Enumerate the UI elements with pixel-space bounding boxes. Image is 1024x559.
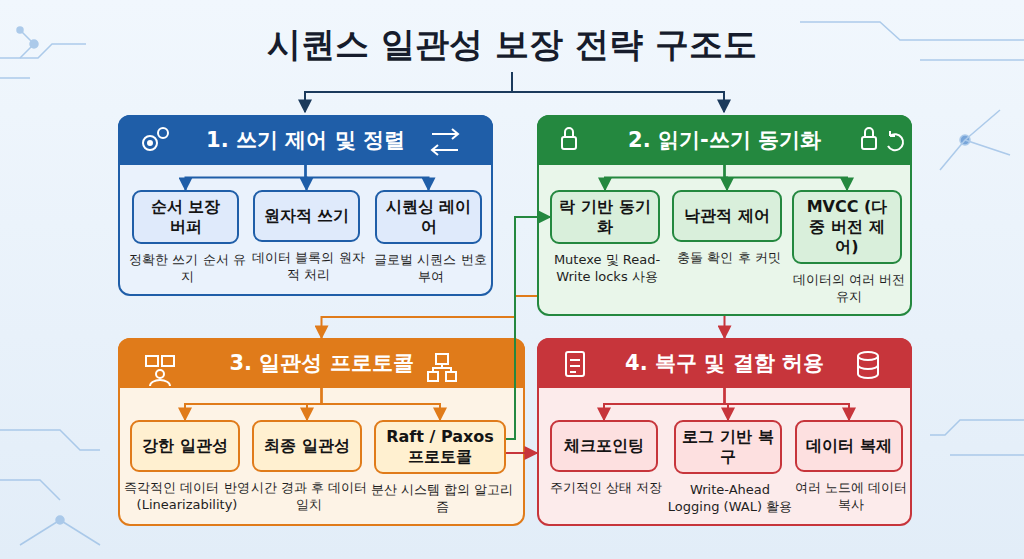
connector-arrow <box>306 165 307 190</box>
section-panel: 1. 쓰기 제어 및 정렬순서 보장 버퍼정확한 쓰기 순서 유지원자적 쓰기데… <box>118 115 493 296</box>
box-description: 글로벌 시퀀스 번호 부여 <box>368 252 493 286</box>
connector-arrow <box>604 388 725 420</box>
panel-header: 4. 복구 및 결함 허용 <box>537 338 912 388</box>
strategy-box: Raft / Paxos 프로토콜분산 시스템 합의 알고리즘 <box>374 420 506 474</box>
panel-header: 1. 쓰기 제어 및 정렬 <box>118 115 493 165</box>
box-description: Mutexe 및 Read-Write locks 사용 <box>543 252 671 286</box>
box-title: Raft / Paxos 프로토콜 <box>382 427 498 467</box>
connector-arrow <box>506 217 550 439</box>
box-description: 정확한 쓰기 순서 유지 <box>125 252 250 286</box>
strategy-box: 데이터 복제여러 노드에 데이터 복사 <box>795 420 903 472</box>
connector-arrow <box>724 316 726 338</box>
connector-arrow <box>322 388 441 420</box>
strategy-box: 낙관적 제어충돌 확인 후 커밋 <box>672 190 782 242</box>
strategy-box: 로그 기반 복구Write-Ahead Logging (WAL) 활용 <box>674 420 782 474</box>
strategy-box: MVCC (다중 버전 제어)데이터의 여러 버전 유지 <box>792 190 902 264</box>
strategy-box: 원자적 쓰기데이터 블록의 원자적 처리 <box>253 190 360 242</box>
strategy-box: 체크포인팅주기적인 상태 저장 <box>550 420 658 472</box>
box-title: 데이터 복제 <box>806 436 892 456</box>
box-title: 강한 일관성 <box>142 436 228 456</box>
section-title: 3. 일관성 프로토콜 <box>229 349 413 377</box>
box-description: 주기적인 상태 저장 <box>543 480 669 497</box>
connector-arrow <box>322 296 538 338</box>
title-connector <box>305 72 724 112</box>
header-icons <box>143 128 903 386</box>
strategy-box: 강한 일관성즉각적인 데이터 반영 (Linearizability) <box>130 420 240 472</box>
connector-arrow <box>725 165 848 190</box>
panel-header: 2. 읽기-쓰기 동기화 <box>537 115 912 165</box>
box-title: MVCC (다중 버전 제어) <box>800 197 894 257</box>
box-description: 충돌 확인 후 커밋 <box>665 250 793 267</box>
box-title: 락 기반 동기화 <box>558 197 652 237</box>
connector-arrow <box>725 388 729 420</box>
strategy-box: 락 기반 동기화Mutexe 및 Read-Write locks 사용 <box>550 190 660 244</box>
connector-arrow <box>605 165 725 190</box>
box-title: 원자적 쓰기 <box>264 206 350 226</box>
box-description: Write-Ahead Logging (WAL) 활용 <box>667 482 793 516</box>
section-panel: 2. 읽기-쓰기 동기화락 기반 동기화Mutexe 및 Read-Write … <box>537 115 912 316</box>
section-panel: 3. 일관성 프로토콜강한 일관성즉각적인 데이터 반영 (Linearizab… <box>118 338 525 526</box>
box-description: 시간 경과 후 데이터 일치 <box>245 480 373 514</box>
panel-header: 3. 일관성 프로토콜 <box>118 338 525 388</box>
strategy-box: 최종 일관성시간 경과 후 데이터 일치 <box>252 420 362 472</box>
box-description: 데이터 블록의 원자적 처리 <box>246 250 371 284</box>
box-title: 시퀀싱 레이어 <box>383 197 474 237</box>
box-description: 분산 시스템 합의 알고리즘 <box>367 482 517 516</box>
connector-arrow <box>186 165 306 190</box>
box-description: 여러 노드에 데이터 복사 <box>788 480 914 514</box>
connector-arrow <box>185 388 322 420</box>
connector-arrow <box>307 388 322 420</box>
connector-arrow <box>506 452 537 454</box>
section-panel: 4. 복구 및 결함 허용체크포인팅주기적인 상태 저장로그 기반 복구Writ… <box>537 338 912 526</box>
strategy-box: 시퀀싱 레이어글로벌 시퀀스 번호 부여 <box>375 190 482 244</box>
box-description: 데이터의 여러 버전 유지 <box>785 272 913 306</box>
box-title: 체크포인팅 <box>564 436 644 456</box>
section-title: 1. 쓰기 제어 및 정렬 <box>206 126 405 154</box>
strategy-box: 순서 보장 버퍼정확한 쓰기 순서 유지 <box>132 190 239 244</box>
section-title: 4. 복구 및 결함 허용 <box>625 349 824 377</box>
connector-arrow <box>725 165 728 190</box>
box-title: 로그 기반 복구 <box>682 427 774 467</box>
circuit-decoration <box>0 22 1024 545</box>
section-title: 2. 읽기-쓰기 동기화 <box>628 126 821 154</box>
connector-arrow <box>306 165 429 190</box>
box-title: 최종 일관성 <box>264 436 350 456</box>
connector-arrow <box>725 388 850 420</box>
box-description: 즉각적인 데이터 반영 (Linearizability) <box>123 480 251 514</box>
box-title: 순서 보장 버퍼 <box>140 197 231 237</box>
diagram-title: 시퀀스 일관성 보장 전략 구조도 <box>0 22 1024 68</box>
box-title: 낙관적 제어 <box>684 206 770 226</box>
